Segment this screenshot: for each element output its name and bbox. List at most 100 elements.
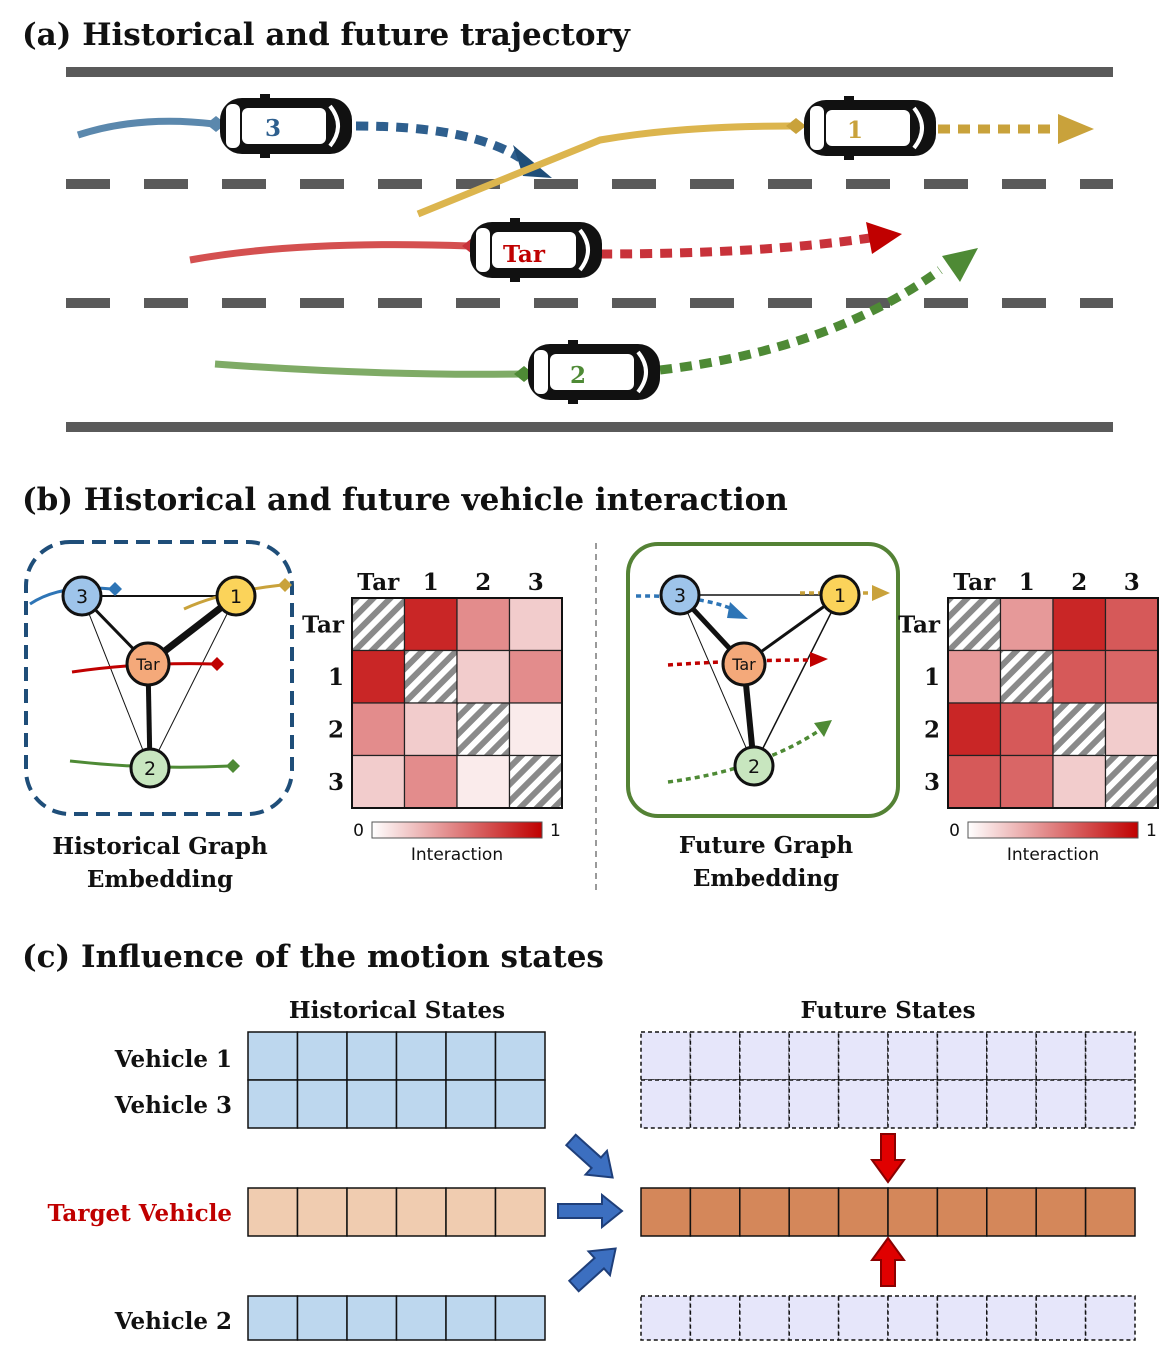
fut-mini-1-arrow — [872, 585, 890, 601]
fut-target-cell — [788, 1187, 840, 1237]
fut-target-cell — [936, 1187, 988, 1237]
arrow-from-lower — [567, 1247, 617, 1293]
fut-heatmap-row-label: 1 — [924, 664, 940, 691]
hist-mini-3-marker — [108, 582, 122, 596]
hist-vehicle-3-cell — [395, 1079, 447, 1129]
section-b-title: (b) Historical and future vehicle intera… — [22, 482, 788, 518]
future-graph-caption-1: Future Graph — [679, 832, 853, 859]
hist-vehicle-3-cell — [445, 1079, 497, 1129]
fut-node-tar — [721, 641, 767, 687]
fut-vehicle-1-cell — [837, 1031, 889, 1081]
edge-3-2 — [81, 595, 151, 769]
hist-heatmap-cell-2-0 — [351, 702, 406, 757]
hist-node-3 — [61, 575, 103, 617]
hist-target-cell — [296, 1187, 348, 1237]
vehicle-3-trajectory: 3 — [76, 92, 552, 178]
fut-target-cell — [739, 1187, 790, 1237]
fut-vehicle-2-cell — [986, 1295, 1037, 1341]
fut-heatmap-cell-0-3 — [1104, 597, 1159, 652]
arrow-from-target — [557, 1192, 624, 1230]
hist-vehicle-2-cell — [346, 1295, 398, 1341]
historical-states-header: Historical States — [289, 997, 505, 1024]
hist-heatmap-cell-2-3 — [508, 702, 563, 757]
fut-node-2 — [733, 745, 775, 787]
fut-heatmap-col-label: 1 — [1019, 569, 1035, 596]
fut-vehicle-1-cell — [739, 1031, 790, 1081]
hist-heatmap-cell-1-1 — [403, 649, 458, 704]
section-a-title: (a) Historical and future trajectory — [22, 17, 631, 53]
hist-vehicle-1-cell — [296, 1031, 348, 1081]
road — [66, 67, 1113, 432]
fut-vehicle-1-cell — [640, 1031, 692, 1081]
fut-vehicle-3-cell — [739, 1079, 790, 1129]
fut-node-1-label: 1 — [834, 585, 846, 607]
hist-target-cell — [346, 1187, 398, 1237]
fut-mini-2-arrow — [814, 720, 832, 737]
hist-vehicle-1-cell — [494, 1031, 546, 1081]
fut-vehicle-2-cell — [739, 1295, 790, 1341]
hist-heatmap-colorbar — [371, 821, 543, 839]
fut-node-1 — [819, 574, 861, 616]
hist-node-2 — [129, 747, 171, 789]
future-graph-frame — [626, 542, 900, 818]
fut-vehicle-1-cell — [788, 1031, 840, 1081]
hist-heatmap-row-label: 1 — [328, 664, 344, 691]
fut-target-cell — [986, 1187, 1037, 1237]
hist-heatmap-cell-3-3 — [508, 754, 563, 809]
vehicle-2-trajectory: 2 — [214, 248, 978, 406]
vehicle-1-trajectory: 1 — [416, 94, 1094, 218]
future-states-header: Future States — [800, 997, 975, 1024]
vehicle-3-future-line — [355, 121, 523, 162]
hist-heatmap-cell-1-2 — [456, 649, 511, 704]
hist-vehicle-3-cell — [494, 1079, 546, 1129]
blue-arrows — [557, 1133, 624, 1293]
fut-heatmap-cell-3-2 — [1052, 754, 1107, 809]
hist-vehicle-3-cell — [296, 1079, 348, 1129]
hist-node-2-label: 2 — [144, 758, 156, 780]
hist-vehicle-1-cell — [247, 1031, 299, 1081]
fut-heatmap-cell-3-0 — [947, 754, 1002, 809]
hist-heatmap-cell-2-1 — [403, 702, 458, 757]
historical-graph-caption-2: Embedding — [87, 866, 233, 893]
fut-target-cell — [1035, 1187, 1087, 1237]
edge-1-2 — [149, 595, 237, 769]
hist-heatmap-border — [351, 597, 563, 809]
hist-heatmap-cell-2-2 — [456, 702, 511, 757]
historical-graph-caption-1: Historical Graph — [52, 833, 268, 860]
fut-vehicle-3-cell — [887, 1079, 939, 1129]
future-graph-caption-2: Embedding — [693, 865, 839, 892]
fut-heatmap-cell-2-0 — [947, 702, 1002, 757]
vehicle-1-row-label: Vehicle 1 — [114, 1046, 232, 1073]
hist-heatmap-colorbar-max: 1 — [550, 821, 561, 841]
hist-heatmap-col-label: 3 — [528, 569, 544, 596]
red-arrows — [870, 1133, 906, 1287]
hist-node-tar — [125, 641, 171, 687]
fut-vehicle-3-cell — [1035, 1079, 1087, 1129]
hist-target-cell — [494, 1187, 546, 1237]
vehicle-3-label: 3 — [265, 115, 281, 142]
fut-heatmap-colorbar-min: 0 — [949, 821, 960, 841]
fut-heatmap-cell-1-3 — [1104, 649, 1159, 704]
fut-vehicle-3-cell — [640, 1079, 692, 1129]
vehicle-3-history-line — [76, 117, 215, 139]
hist-vehicle-3-cell — [346, 1079, 398, 1129]
hist-vehicle-2-cell — [395, 1295, 447, 1341]
fut-heatmap-cell-2-1 — [999, 702, 1054, 757]
hist-node-1-label: 1 — [230, 586, 242, 608]
hist-heatmap-cell-1-0 — [351, 649, 406, 704]
arrow-down — [870, 1133, 906, 1184]
hist-heatmap-col-label: 1 — [423, 569, 439, 596]
fut-vehicle-1-cell — [936, 1031, 988, 1081]
target-label: Tar — [503, 241, 546, 268]
vehicle-3-car — [218, 92, 354, 160]
hist-vehicle-1-cell — [395, 1031, 447, 1081]
historical-graph-frame — [24, 540, 294, 816]
hist-node-1 — [215, 575, 257, 617]
hist-heatmap-col-label: Tar — [357, 569, 400, 596]
fut-mini-2 — [667, 728, 821, 784]
fut-target-cell — [640, 1187, 692, 1237]
fut-mini-3-arrow — [727, 602, 748, 619]
hist-mini-2-marker — [226, 759, 240, 773]
